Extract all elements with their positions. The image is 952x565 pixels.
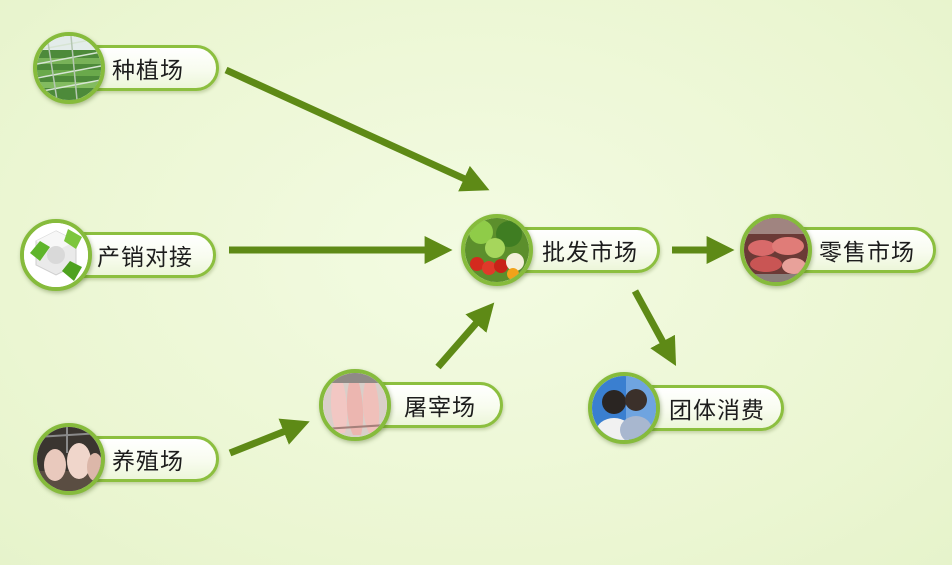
arrow-slaughter-to-wholesale [435, 302, 495, 370]
node-matching-label: 产销对接 [97, 245, 193, 271]
node-group-label: 团体消费 [669, 398, 765, 424]
node-planting: 种植场 [33, 30, 219, 110]
node-group: 团体消费 [588, 370, 784, 450]
recycle-cube-icon [20, 219, 92, 291]
pig-photo-icon [33, 423, 105, 495]
node-wholesale: 批发市场 [461, 212, 660, 292]
arrow-wholesale-to-group [631, 289, 677, 367]
greenhouse-photo-icon [33, 32, 105, 104]
node-matching: 产销对接 [20, 217, 216, 297]
node-retail-label: 零售市场 [819, 240, 915, 266]
arrow-planting-to-wholesale [224, 66, 490, 192]
node-planting-label: 种植场 [112, 58, 184, 84]
node-breeding: 养殖场 [33, 421, 219, 501]
node-retail: 零售市场 [740, 212, 936, 292]
meat-counter-photo-icon [740, 214, 812, 286]
node-wholesale-label: 批发市场 [542, 240, 638, 266]
vegetables-photo-icon [461, 214, 533, 286]
people-photo-icon [588, 372, 660, 444]
node-breeding-label: 养殖场 [112, 449, 184, 475]
meat-carcass-photo-icon [319, 369, 391, 441]
node-slaughter: 屠宰场 [319, 367, 503, 447]
arrow-breeding-to-slaughter [228, 418, 310, 457]
node-slaughter-label: 屠宰场 [404, 395, 476, 421]
